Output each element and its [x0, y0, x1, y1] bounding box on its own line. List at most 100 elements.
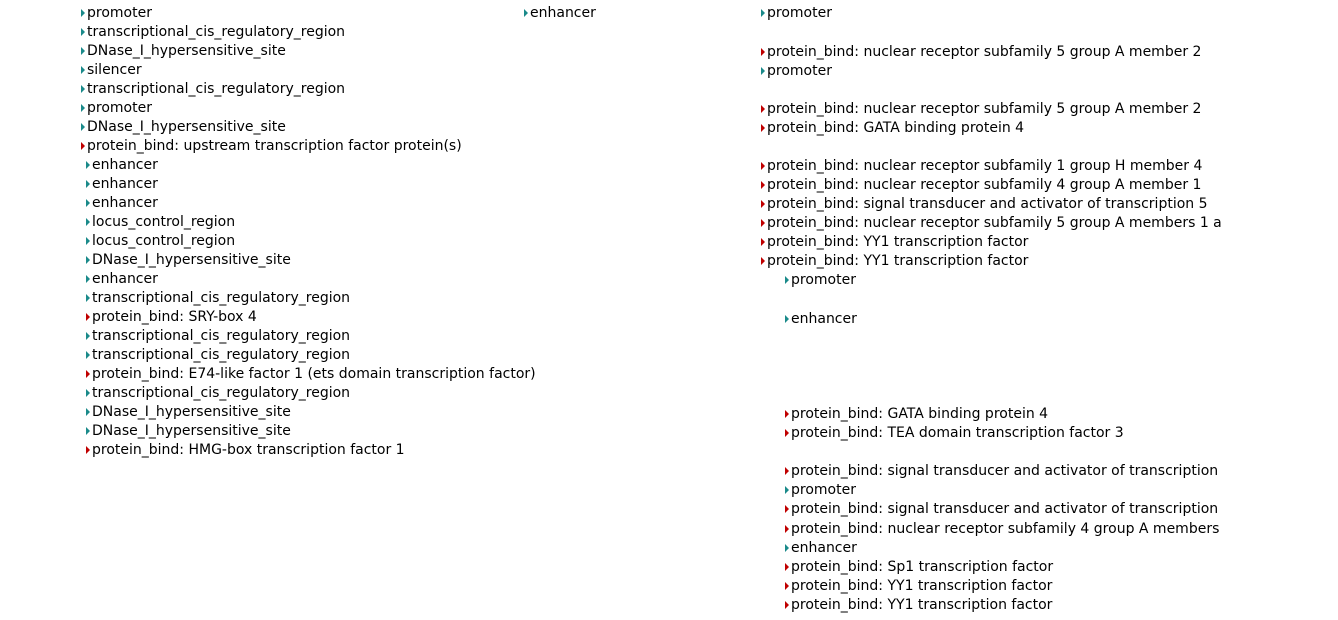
- protein-bind-item[interactable]: protein_bind: TEA domain transcription f…: [785, 424, 1124, 442]
- feature-item[interactable]: promoter: [785, 271, 856, 289]
- feature-item[interactable]: transcriptional_cis_regulatory_region: [81, 23, 345, 41]
- expand-arrow-icon[interactable]: [86, 351, 90, 359]
- expand-arrow-icon[interactable]: [761, 200, 765, 208]
- protein-bind-item[interactable]: protein_bind: signal transducer and acti…: [761, 195, 1208, 213]
- expand-arrow-icon[interactable]: [524, 9, 528, 17]
- protein-bind-item[interactable]: protein_bind: signal transducer and acti…: [785, 462, 1218, 480]
- protein-bind-item[interactable]: protein_bind: nuclear receptor subfamily…: [785, 520, 1219, 538]
- expand-arrow-icon[interactable]: [761, 238, 765, 246]
- expand-arrow-icon[interactable]: [81, 85, 85, 93]
- feature-item[interactable]: enhancer: [86, 175, 158, 193]
- expand-arrow-icon[interactable]: [761, 219, 765, 227]
- expand-arrow-icon[interactable]: [761, 67, 765, 75]
- feature-item[interactable]: locus_control_region: [86, 213, 235, 231]
- expand-arrow-icon[interactable]: [81, 28, 85, 36]
- expand-arrow-icon[interactable]: [785, 429, 789, 437]
- expand-arrow-icon[interactable]: [81, 142, 85, 150]
- protein-bind-item[interactable]: protein_bind: nuclear receptor subfamily…: [761, 100, 1201, 118]
- feature-item[interactable]: DNase_I_hypersensitive_site: [81, 42, 286, 60]
- expand-arrow-icon[interactable]: [761, 105, 765, 113]
- feature-item[interactable]: DNase_I_hypersensitive_site: [86, 251, 291, 269]
- expand-arrow-icon[interactable]: [86, 275, 90, 283]
- expand-arrow-icon[interactable]: [86, 370, 90, 378]
- feature-item[interactable]: DNase_I_hypersensitive_site: [86, 422, 291, 440]
- expand-arrow-icon[interactable]: [785, 486, 789, 494]
- expand-arrow-icon[interactable]: [761, 124, 765, 132]
- protein-bind-item[interactable]: protein_bind: upstream transcription fac…: [81, 137, 462, 155]
- feature-label: protein_bind: nuclear receptor subfamily…: [767, 44, 1202, 60]
- expand-arrow-icon[interactable]: [761, 162, 765, 170]
- expand-arrow-icon[interactable]: [785, 505, 789, 513]
- protein-bind-item[interactable]: protein_bind: nuclear receptor subfamily…: [761, 176, 1201, 194]
- feature-item[interactable]: promoter: [81, 4, 152, 22]
- expand-arrow-icon[interactable]: [785, 563, 789, 571]
- protein-bind-item[interactable]: protein_bind: GATA binding protein 4: [785, 405, 1048, 423]
- protein-bind-item[interactable]: protein_bind: nuclear receptor subfamily…: [761, 43, 1201, 61]
- expand-arrow-icon[interactable]: [785, 525, 789, 533]
- expand-arrow-icon[interactable]: [81, 123, 85, 131]
- feature-item[interactable]: transcriptional_cis_regulatory_region: [86, 289, 350, 307]
- expand-arrow-icon[interactable]: [86, 427, 90, 435]
- expand-arrow-icon[interactable]: [761, 9, 765, 17]
- expand-arrow-icon[interactable]: [86, 256, 90, 264]
- expand-arrow-icon[interactable]: [785, 601, 789, 609]
- feature-item[interactable]: enhancer: [86, 156, 158, 174]
- feature-item[interactable]: promoter: [785, 481, 856, 499]
- feature-label: transcriptional_cis_regulatory_region: [92, 290, 351, 306]
- expand-arrow-icon[interactable]: [785, 315, 789, 323]
- expand-arrow-icon[interactable]: [785, 467, 789, 475]
- feature-label: promoter: [767, 5, 832, 21]
- feature-item[interactable]: transcriptional_cis_regulatory_region: [81, 80, 345, 98]
- protein-bind-item[interactable]: protein_bind: GATA binding protein 4: [761, 119, 1024, 137]
- expand-arrow-icon[interactable]: [86, 332, 90, 340]
- expand-arrow-icon[interactable]: [785, 582, 789, 590]
- expand-arrow-icon[interactable]: [761, 181, 765, 189]
- expand-arrow-icon[interactable]: [86, 237, 90, 245]
- expand-arrow-icon[interactable]: [86, 389, 90, 397]
- expand-arrow-icon[interactable]: [81, 66, 85, 74]
- feature-label: protein_bind: HMG-box transcription fact…: [92, 442, 405, 458]
- expand-arrow-icon[interactable]: [785, 544, 789, 552]
- expand-arrow-icon[interactable]: [86, 180, 90, 188]
- feature-item[interactable]: enhancer: [86, 270, 158, 288]
- protein-bind-item[interactable]: protein_bind: YY1 transcription factor: [785, 596, 1052, 614]
- feature-item[interactable]: promoter: [81, 99, 152, 117]
- expand-arrow-icon[interactable]: [761, 48, 765, 56]
- protein-bind-item[interactable]: protein_bind: nuclear receptor subfamily…: [761, 214, 1222, 232]
- expand-arrow-icon[interactable]: [86, 218, 90, 226]
- feature-item[interactable]: locus_control_region: [86, 232, 235, 250]
- protein-bind-item[interactable]: protein_bind: YY1 transcription factor: [761, 252, 1028, 270]
- expand-arrow-icon[interactable]: [86, 408, 90, 416]
- expand-arrow-icon[interactable]: [86, 199, 90, 207]
- feature-item[interactable]: enhancer: [785, 310, 857, 328]
- protein-bind-item[interactable]: protein_bind: signal transducer and acti…: [785, 500, 1218, 518]
- feature-item[interactable]: enhancer: [524, 4, 596, 22]
- feature-item[interactable]: transcriptional_cis_regulatory_region: [86, 384, 350, 402]
- expand-arrow-icon[interactable]: [785, 276, 789, 284]
- protein-bind-item[interactable]: protein_bind: YY1 transcription factor: [761, 233, 1028, 251]
- feature-item[interactable]: promoter: [761, 4, 832, 22]
- protein-bind-item[interactable]: protein_bind: SRY-box 4: [86, 308, 257, 326]
- expand-arrow-icon[interactable]: [86, 313, 90, 321]
- feature-item[interactable]: enhancer: [86, 194, 158, 212]
- expand-arrow-icon[interactable]: [81, 104, 85, 112]
- feature-item[interactable]: enhancer: [785, 539, 857, 557]
- protein-bind-item[interactable]: protein_bind: nuclear receptor subfamily…: [761, 157, 1202, 175]
- protein-bind-item[interactable]: protein_bind: Sp1 transcription factor: [785, 558, 1053, 576]
- feature-item[interactable]: promoter: [761, 62, 832, 80]
- protein-bind-item[interactable]: protein_bind: E74-like factor 1 (ets dom…: [86, 365, 536, 383]
- expand-arrow-icon[interactable]: [81, 47, 85, 55]
- expand-arrow-icon[interactable]: [785, 410, 789, 418]
- feature-item[interactable]: DNase_I_hypersensitive_site: [81, 118, 286, 136]
- feature-item[interactable]: transcriptional_cis_regulatory_region: [86, 327, 350, 345]
- protein-bind-item[interactable]: protein_bind: YY1 transcription factor: [785, 577, 1052, 595]
- feature-item[interactable]: silencer: [81, 61, 142, 79]
- expand-arrow-icon[interactable]: [81, 9, 85, 17]
- feature-item[interactable]: transcriptional_cis_regulatory_region: [86, 346, 350, 364]
- protein-bind-item[interactable]: protein_bind: HMG-box transcription fact…: [86, 441, 405, 459]
- expand-arrow-icon[interactable]: [86, 294, 90, 302]
- expand-arrow-icon[interactable]: [86, 446, 90, 454]
- expand-arrow-icon[interactable]: [761, 257, 765, 265]
- expand-arrow-icon[interactable]: [86, 161, 90, 169]
- feature-item[interactable]: DNase_I_hypersensitive_site: [86, 403, 291, 421]
